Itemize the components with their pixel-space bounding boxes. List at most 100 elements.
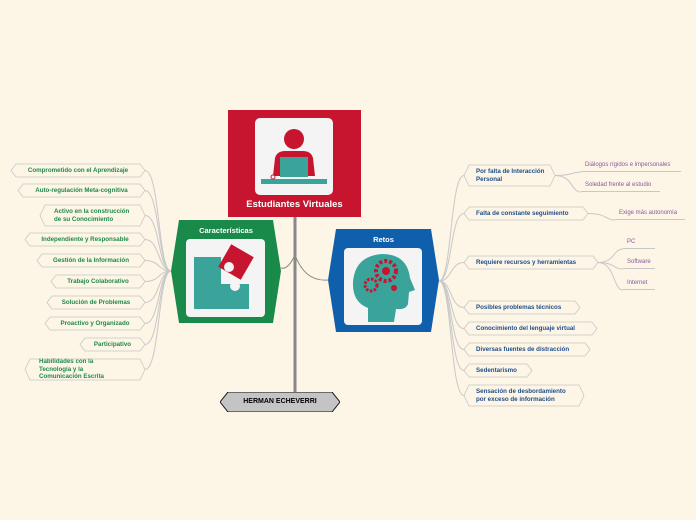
caracteristica-link — [144, 239, 172, 272]
caracteristica-link — [144, 270, 172, 324]
reto-link — [438, 280, 465, 396]
reto-subitem-link — [587, 213, 616, 221]
caracteristica-label: Auto-regulación Meta-cognitiva — [35, 186, 128, 194]
caracteristica-label: Habilidades con la Tecnología y la Comun… — [39, 357, 104, 381]
author-node[interactable]: HERMAN ECHEVERRI — [220, 392, 340, 412]
reto-subitem-underline — [623, 268, 655, 269]
reto-link — [438, 280, 465, 329]
reto-item[interactable]: Posibles problemas técnicos — [463, 300, 581, 315]
caracteristica-link — [144, 270, 172, 303]
reto-subitem-label: Diálogos rígidos e impersonales — [585, 162, 671, 168]
tag-frame — [463, 164, 556, 187]
reto-item[interactable]: Falta de constante seguimiento — [463, 206, 589, 221]
tag-frame — [463, 255, 599, 270]
caracteristica-item[interactable]: Trabajo Colaborativo — [50, 274, 146, 289]
caracteristicas-node[interactable]: Características — [171, 220, 281, 323]
reto-label: Por falta de Interacción Personal — [476, 167, 545, 183]
reto-link — [438, 262, 465, 282]
caracteristica-link — [144, 270, 172, 345]
caracteristica-label: Solución de Problemas — [61, 298, 131, 306]
reto-item[interactable]: Sedentarismo — [463, 363, 533, 378]
tag-frame — [46, 295, 146, 310]
reto-subitem[interactable]: Software — [623, 259, 655, 269]
reto-subitem-underline — [623, 248, 655, 249]
caracteristica-label: Gestión de la Información — [53, 256, 129, 264]
retos-node[interactable]: Retos — [328, 229, 439, 332]
reto-label: Posibles problemas técnicos — [476, 303, 562, 311]
tag-frame — [463, 363, 533, 378]
reto-subitem[interactable]: Soledad frente al estudio — [581, 182, 660, 192]
reto-subitem-label: PC — [627, 239, 636, 245]
reto-label: Requiere recursos y herramientas — [476, 258, 577, 266]
reto-label: Sensación de desbordamiento por exceso d… — [476, 387, 566, 403]
caracteristica-item[interactable]: Comprometido con el Aprendizaje — [10, 163, 146, 178]
reto-subitem[interactable]: Internet — [623, 280, 655, 290]
reto-subitem-link — [597, 248, 624, 263]
tag-frame — [463, 342, 591, 357]
caracteristica-item[interactable]: Solución de Problemas — [46, 295, 146, 310]
reto-label: Falta de constante seguimiento — [476, 209, 569, 217]
caracteristica-label: Comprometido con el Aprendizaje — [27, 166, 129, 174]
tag-frame — [39, 204, 146, 227]
head-gears-icon — [352, 254, 415, 322]
tag-frame — [463, 384, 585, 407]
reto-subitem[interactable]: Diálogos rígidos e impersonales — [581, 162, 681, 172]
reto-link — [438, 213, 465, 282]
caracteristica-link — [144, 270, 172, 370]
reto-subitem[interactable]: PC — [623, 239, 655, 249]
reto-subitem-underline — [623, 289, 655, 290]
tag-frame — [463, 206, 589, 221]
caracteristicas-icon-frame — [186, 239, 265, 317]
caracteristica-link — [144, 260, 172, 272]
tag-frame — [50, 274, 146, 289]
caracteristica-item[interactable]: Proactivo y Organizado — [44, 316, 146, 331]
caracteristica-label: Trabajo Colaborativo — [67, 277, 129, 285]
reto-subitem-underline — [615, 219, 685, 220]
caracteristica-item[interactable]: Auto-regulación Meta-cognitiva — [17, 183, 146, 198]
central-icon-frame — [255, 118, 333, 195]
reto-label: Diversas fuentes de distracción — [476, 345, 570, 353]
reto-item[interactable]: Por falta de Interacción Personal — [463, 164, 556, 187]
puzzle-icon — [194, 244, 254, 309]
reto-item[interactable]: Requiere recursos y herramientas — [463, 255, 599, 270]
reto-item[interactable]: Sensación de desbordamiento por exceso d… — [463, 384, 585, 407]
tag-frame — [79, 337, 146, 352]
reto-subitem-label: Internet — [627, 280, 648, 286]
caracteristica-item[interactable]: Independiente y Responsable — [24, 232, 146, 247]
central-node[interactable]: Estudiantes Virtuales — [228, 110, 361, 217]
student-at-laptop-icon — [261, 129, 327, 184]
tag-frame — [36, 253, 146, 268]
caracteristica-label: Activo en la construcción de su Conocimi… — [54, 207, 130, 223]
caracteristicas-title: Características — [199, 226, 253, 235]
reto-subitem-link — [554, 175, 582, 193]
retos-title: Retos — [373, 235, 394, 244]
tag-frame — [463, 300, 581, 315]
reto-item[interactable]: Conocimiento del lenguaje virtual — [463, 321, 598, 336]
caracteristica-item[interactable]: Activo en la construcción de su Conocimi… — [39, 204, 146, 227]
caracteristica-label: Independiente y Responsable — [41, 235, 129, 243]
caracteristica-item[interactable]: Gestión de la Información — [36, 253, 146, 268]
caracteristica-label: Proactivo y Organizado — [60, 319, 130, 327]
reto-subitem-link — [597, 262, 624, 291]
reto-item[interactable]: Diversas fuentes de distracción — [463, 342, 591, 357]
reto-subitem-underline — [581, 191, 660, 192]
caracteristica-link — [144, 215, 172, 272]
tag-frame — [24, 358, 146, 381]
reto-subitem-label: Soledad frente al estudio — [585, 182, 652, 188]
tag-frame — [44, 316, 146, 331]
caracteristica-link — [144, 190, 172, 272]
central-title: Estudiantes Virtuales — [246, 199, 343, 210]
author-label: HERMAN ECHEVERRI — [243, 398, 317, 405]
reto-label: Conocimiento del lenguaje virtual — [476, 324, 576, 332]
author-shape — [220, 392, 340, 412]
caracteristica-item[interactable]: Habilidades con la Tecnología y la Comun… — [24, 357, 146, 381]
reto-subitem[interactable]: Exige más autonomía — [615, 210, 685, 220]
reto-subitem-underline — [581, 171, 681, 172]
reto-subitem-label: Software — [627, 259, 651, 265]
tag-frame — [10, 163, 146, 178]
caracteristica-link — [144, 170, 172, 272]
tag-frame — [463, 321, 598, 336]
caracteristica-label: Participativo — [93, 340, 132, 348]
caracteristica-item[interactable]: Participativo — [79, 337, 146, 352]
